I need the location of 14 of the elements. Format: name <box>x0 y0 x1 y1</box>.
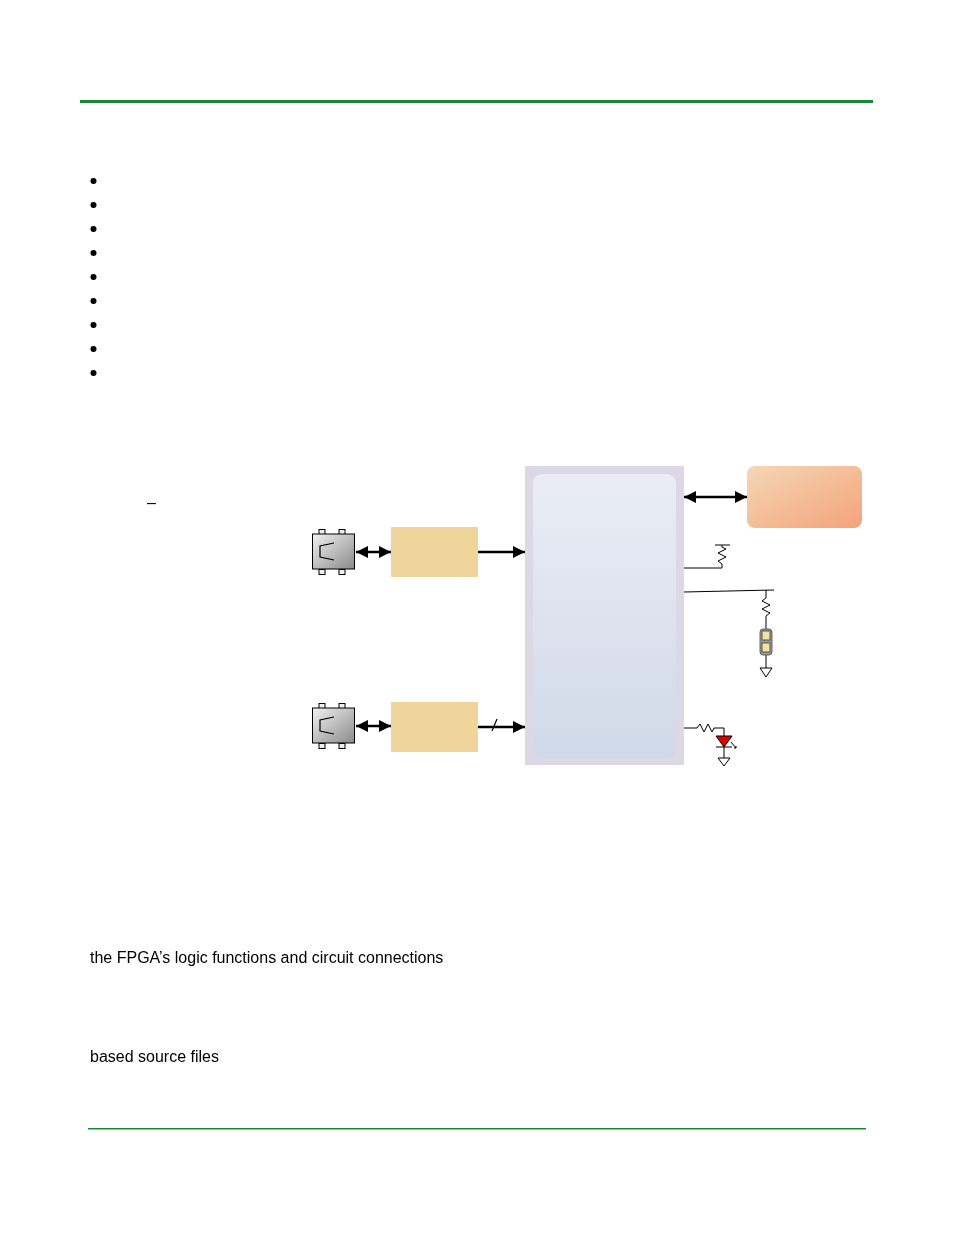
arrow <box>478 546 525 558</box>
usb-connector-icon <box>312 703 356 749</box>
dash-mark: – <box>147 494 156 512</box>
usb-connector-icon <box>312 529 356 575</box>
arrow <box>356 720 391 732</box>
fpga-chip-box <box>525 466 684 765</box>
body-text: based source files <box>90 1048 219 1066</box>
arrow <box>684 491 747 503</box>
interface-box <box>391 527 478 577</box>
memory-box <box>747 466 862 528</box>
interface-box <box>391 702 478 752</box>
body-text: the FPGA’s logic functions and circuit connections <box>90 949 444 967</box>
arrow <box>356 546 391 558</box>
arrow <box>478 721 525 733</box>
